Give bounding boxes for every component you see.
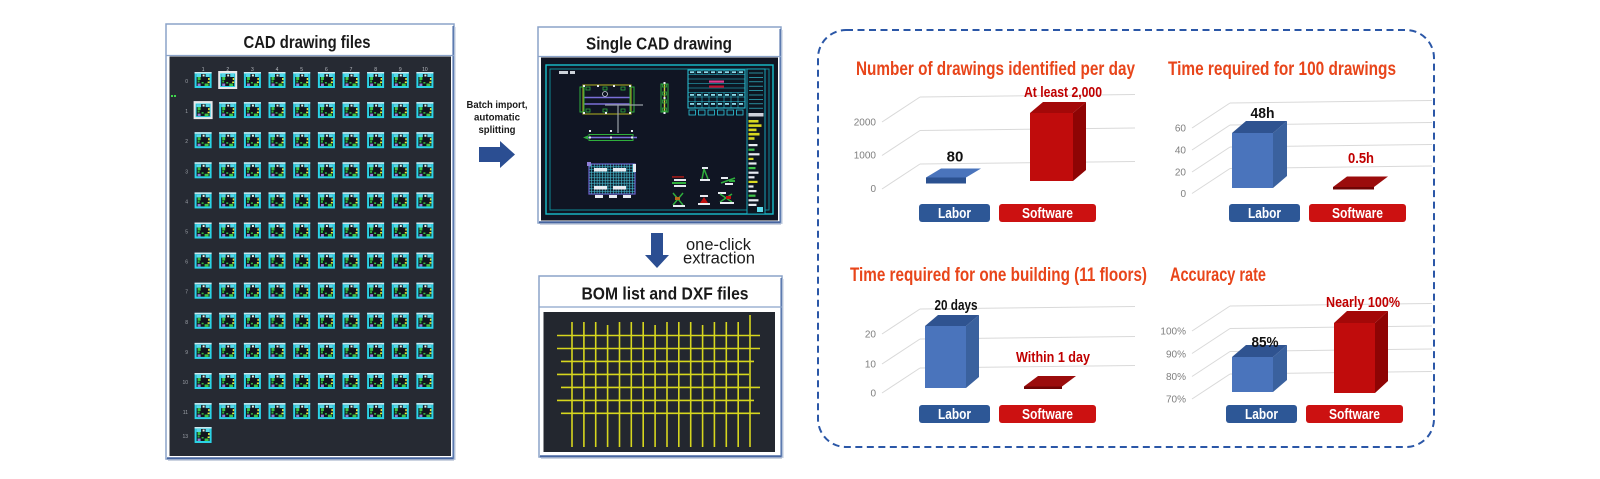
svg-text:60: 60: [1175, 124, 1187, 135]
svg-text:10: 10: [422, 67, 428, 73]
svg-text:Batch import,: Batch import,: [467, 99, 528, 111]
svg-text:20: 20: [1175, 168, 1187, 179]
svg-text:0: 0: [870, 184, 876, 195]
svg-text:Labor: Labor: [938, 407, 971, 423]
svg-text:2000: 2000: [854, 118, 877, 129]
svg-text:1: 1: [185, 109, 188, 115]
svg-text:0.5h: 0.5h: [1348, 150, 1374, 167]
svg-text:4: 4: [185, 199, 188, 205]
svg-text:Labor: Labor: [1248, 206, 1281, 222]
svg-text:6: 6: [185, 260, 188, 266]
svg-text:48h: 48h: [1251, 105, 1275, 122]
svg-text:0: 0: [185, 79, 188, 85]
svg-text:40: 40: [1175, 146, 1187, 157]
svg-text:100%: 100%: [1160, 327, 1186, 338]
svg-text:6: 6: [325, 67, 328, 73]
svg-text:0: 0: [1180, 189, 1186, 200]
svg-text:Time required for one building: Time required for one building (11 floor…: [850, 264, 1147, 286]
svg-text:8: 8: [374, 67, 377, 73]
svg-text:20 days: 20 days: [935, 297, 978, 314]
svg-text:CAD drawing files: CAD drawing files: [244, 32, 371, 52]
svg-text:automatic: automatic: [474, 112, 520, 124]
svg-text:3: 3: [185, 169, 188, 175]
svg-text:Single CAD drawing: Single CAD drawing: [586, 34, 732, 54]
svg-text:Time required for 100 drawings: Time required for 100 drawings: [1168, 58, 1396, 80]
svg-text:3: 3: [251, 67, 254, 73]
svg-text:13: 13: [182, 434, 188, 440]
svg-text:4: 4: [276, 67, 279, 73]
svg-text:80: 80: [947, 149, 964, 166]
svg-text:0: 0: [870, 389, 876, 400]
svg-text:11: 11: [183, 410, 188, 416]
svg-text:BOM list and DXF files: BOM list and DXF files: [582, 284, 749, 304]
svg-text:80%: 80%: [1166, 372, 1186, 383]
svg-text:Labor: Labor: [1245, 407, 1278, 423]
svg-text:splitting: splitting: [479, 124, 516, 136]
svg-text:Software: Software: [1329, 407, 1380, 423]
svg-text:9: 9: [399, 67, 402, 73]
svg-text:extraction: extraction: [683, 249, 755, 268]
svg-text:1000: 1000: [854, 151, 877, 162]
svg-text:8: 8: [185, 320, 188, 326]
svg-text:5: 5: [185, 230, 188, 236]
svg-text:1: 1: [202, 67, 205, 73]
svg-text:Accuracy rate: Accuracy rate: [1170, 264, 1266, 286]
svg-text:Software: Software: [1022, 206, 1073, 222]
svg-text:5: 5: [300, 67, 303, 73]
svg-text:20: 20: [865, 330, 877, 341]
svg-text:70%: 70%: [1166, 395, 1186, 406]
svg-text:85%: 85%: [1252, 334, 1279, 351]
svg-text:10: 10: [865, 360, 877, 371]
svg-text:90%: 90%: [1166, 350, 1186, 361]
svg-text:2: 2: [185, 139, 188, 145]
svg-text:one-click: one-click: [686, 235, 751, 254]
svg-text:Labor: Labor: [938, 206, 971, 222]
svg-text:At least 2,000: At least 2,000: [1024, 84, 1102, 101]
svg-text:Number of drawings identified: Number of drawings identified per day: [856, 58, 1135, 80]
svg-text:9: 9: [185, 350, 188, 356]
svg-text:Software: Software: [1332, 206, 1383, 222]
svg-text:7: 7: [350, 67, 353, 73]
svg-text:Within 1 day: Within 1 day: [1016, 349, 1091, 366]
svg-text:Software: Software: [1022, 407, 1073, 423]
svg-text:10: 10: [182, 380, 188, 386]
svg-text:7: 7: [185, 290, 188, 296]
svg-text:2: 2: [226, 67, 229, 73]
svg-text:Nearly 100%: Nearly 100%: [1326, 294, 1400, 311]
